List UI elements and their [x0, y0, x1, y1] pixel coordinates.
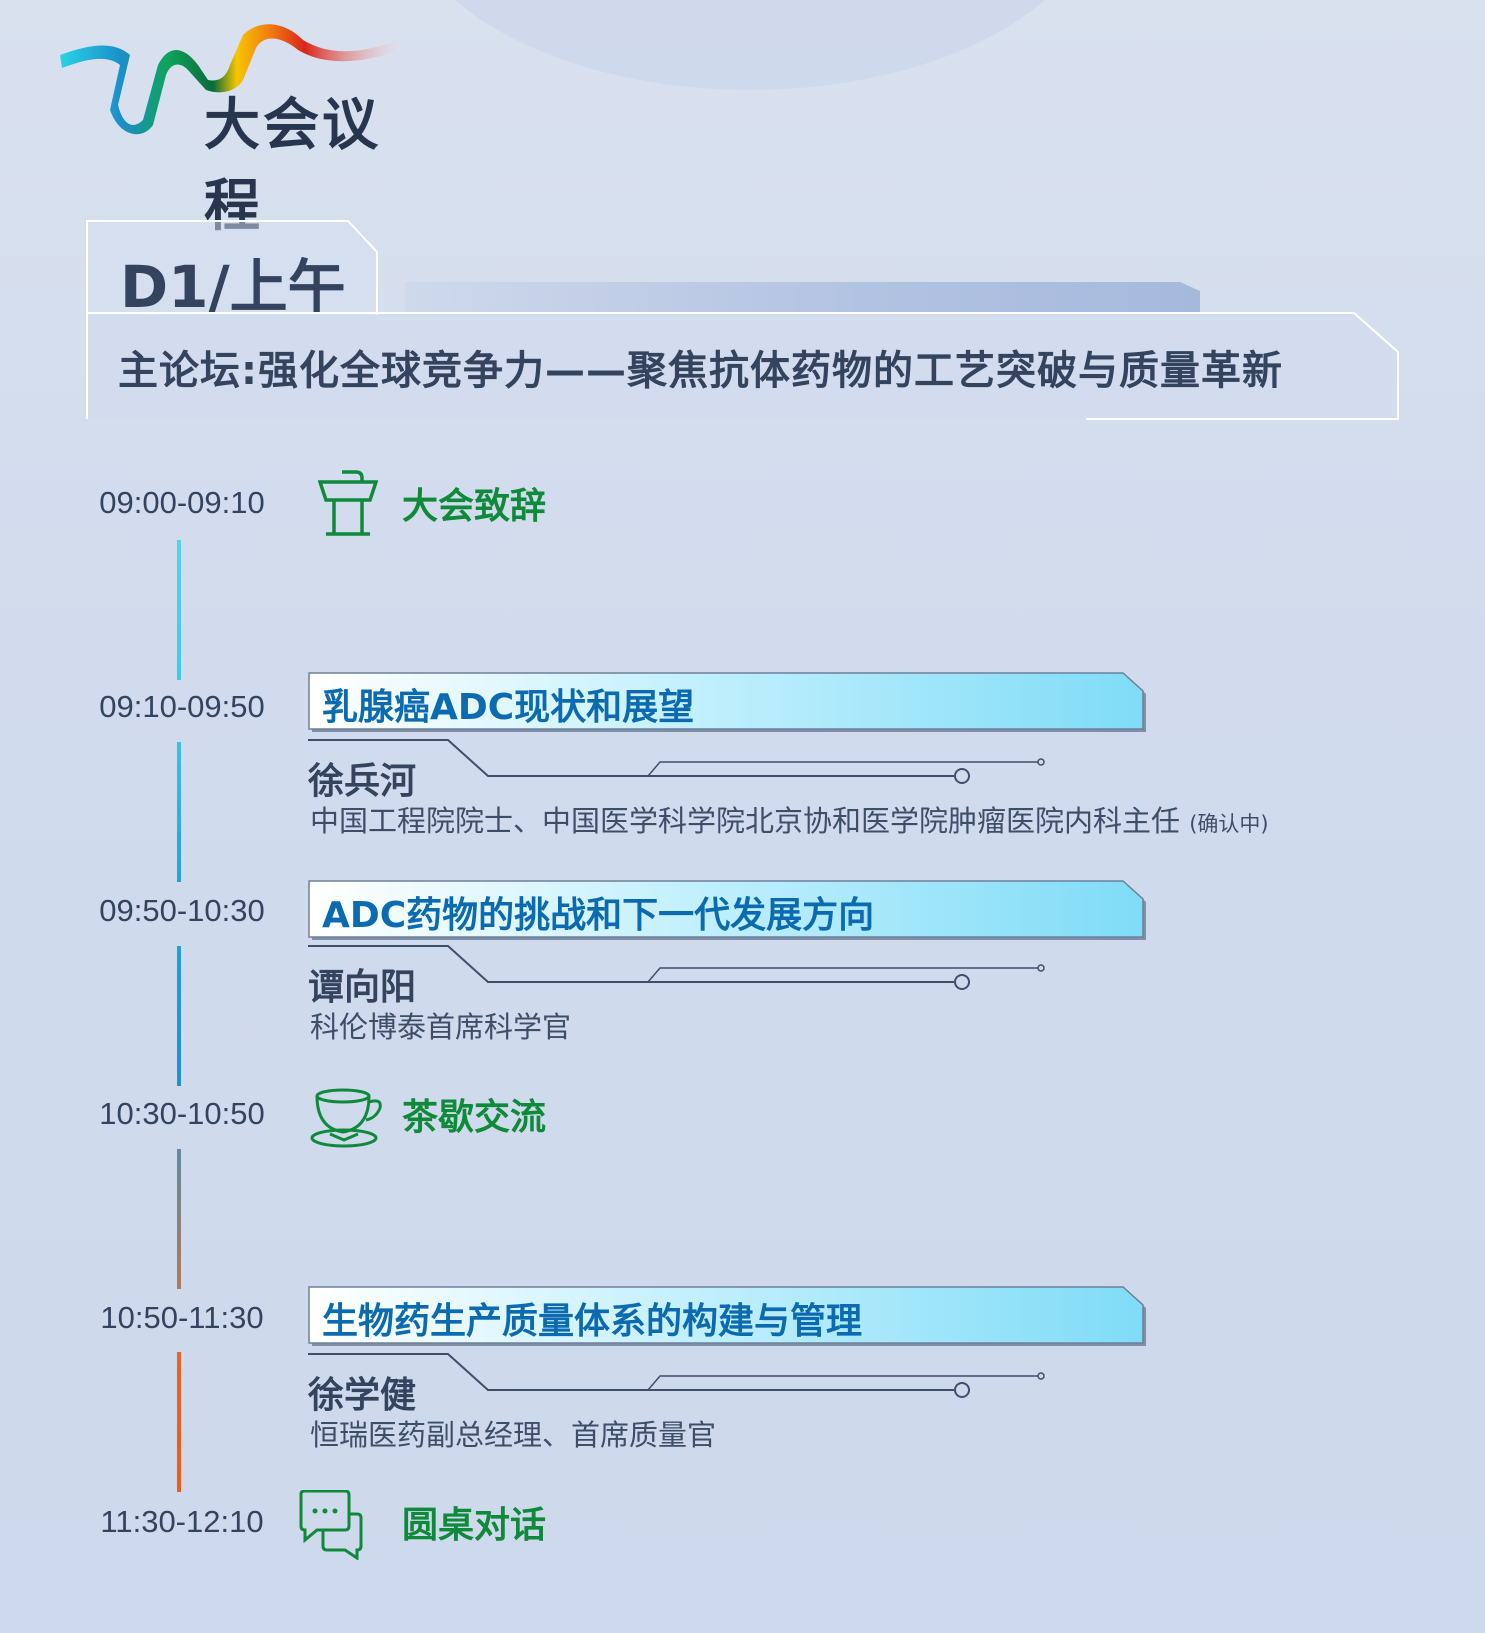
- time-slot: 11:30-12:10: [100, 1504, 264, 1539]
- speaker-role: 中国工程院院士、中国医学科学院北京协和医学院肿瘤医院内科主任 (确认中): [310, 798, 1269, 840]
- timeline-segment: [177, 1352, 181, 1492]
- break-label: 大会致辞: [402, 486, 547, 527]
- page-title: 大会议程: [204, 93, 381, 239]
- circuit-line-decoration: [308, 739, 1045, 784]
- ribbon-logo-icon: [60, 24, 400, 135]
- confirmation-note: (确认中): [1189, 812, 1269, 836]
- speaker-name: 谭向阳: [308, 967, 417, 1008]
- session-box-shape: [308, 1286, 1146, 1346]
- podium-icon: [317, 466, 379, 542]
- tab-gradient-bar: [405, 282, 1200, 312]
- day-label: D1/上午: [120, 253, 346, 321]
- speaker-role-text: 中国工程院院士、中国医学科学院北京协和医学院肿瘤医院内科主任: [310, 804, 1181, 838]
- time-slot: 09:10-09:50: [99, 689, 265, 724]
- speaker-name: 徐学健: [308, 1375, 417, 1416]
- break-label: 圆桌对话: [402, 1505, 547, 1546]
- time-slot: 10:50-11:30: [100, 1300, 264, 1335]
- session-title-box: 乳腺癌ADC现状和展望: [308, 672, 1146, 732]
- session-title: ADC药物的挑战和下一代发展方向: [322, 895, 875, 936]
- time-slot: 10:30-10:50: [99, 1096, 265, 1131]
- time-slot: 09:00-09:10: [99, 485, 265, 520]
- session-title-box: 生物药生产质量体系的构建与管理: [308, 1286, 1146, 1346]
- timeline-segment: [177, 540, 181, 680]
- session-title: 生物药生产质量体系的构建与管理: [322, 1301, 863, 1342]
- tab-outline: [86, 220, 378, 315]
- chat-bubbles-icon: [297, 1489, 363, 1564]
- break-label: 茶歇交流: [402, 1097, 547, 1138]
- forum-title: 主论坛:强化全球竞争力——聚焦抗体药物的工艺突破与质量革新: [118, 348, 1283, 394]
- circuit-line-decoration: [308, 945, 1045, 990]
- day-tab: D1/上午: [86, 220, 378, 321]
- speaker-name: 徐兵河: [308, 761, 417, 802]
- circuit-line-decoration: [308, 1353, 1045, 1398]
- timeline-segment: [177, 1149, 181, 1289]
- speaker-role: 恒瑞医药副总经理、首席质量官: [310, 1418, 717, 1452]
- forum-title-box: 主论坛:强化全球竞争力——聚焦抗体药物的工艺突破与质量革新: [86, 312, 1400, 420]
- speaker-role: 科伦博泰首席科学官: [310, 1010, 572, 1044]
- session-title: 乳腺癌ADC现状和展望: [322, 687, 695, 728]
- time-slot: 09:50-10:30: [99, 893, 265, 928]
- session-box-shape: [308, 672, 1146, 732]
- header-logo: 大会议程: [58, 10, 418, 239]
- background-arc-decoration: [400, 0, 1100, 90]
- title-box-outline: [86, 312, 1399, 420]
- session-title-box: ADC药物的挑战和下一代发展方向: [308, 880, 1146, 940]
- timeline-segment: [177, 946, 181, 1086]
- teacup-icon: [310, 1088, 384, 1152]
- timeline-segment: [177, 742, 181, 882]
- session-box-shape: [308, 880, 1146, 940]
